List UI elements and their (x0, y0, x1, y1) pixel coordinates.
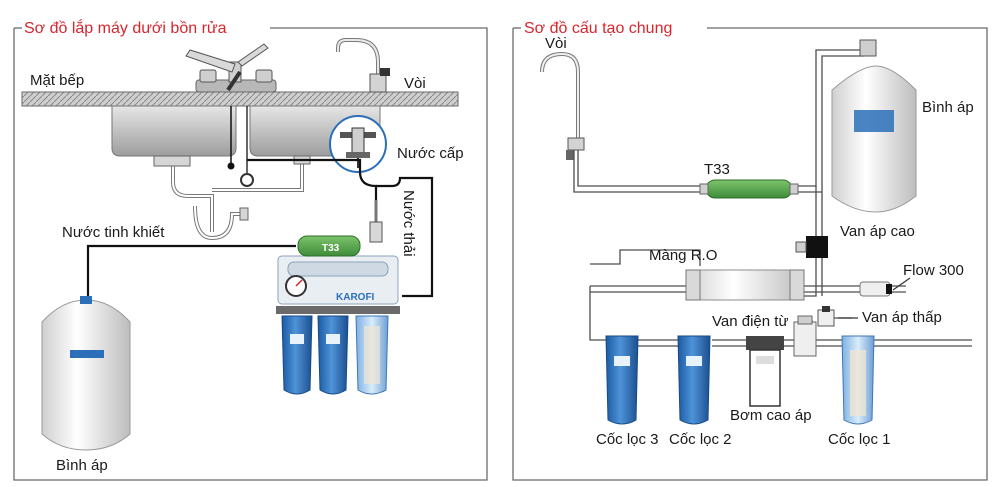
counter-top (21, 91, 459, 107)
right-panel: Sơ đồ cấu tạo chung Vòi (512, 20, 988, 481)
solenoid-valve: Van điện từ (712, 313, 817, 357)
ro-top-filter (297, 235, 361, 257)
t33-label: T33 (704, 161, 730, 178)
right-pipes (573, 49, 972, 347)
solenoid-label: Van điện từ (712, 313, 788, 330)
pure-water-label: Nước tinh khiết (62, 224, 165, 241)
cup-2: Cốc lọc 2 (669, 335, 732, 448)
left-pressure-tank: Bình áp (41, 296, 131, 474)
ro-membrane-label: Màng R.O (649, 247, 717, 264)
sink-bowl-left (111, 105, 237, 157)
svg-text:Cốc lọc 1: Cốc lọc 1 (828, 431, 891, 448)
flow-label: Flow 300 (903, 262, 964, 279)
left-panel-title: Sơ đồ lắp máy dưới bồn rửa (24, 18, 227, 37)
right-tank-label: Bình áp (922, 99, 974, 116)
right-faucet: Vòi (540, 35, 585, 160)
tank-label-sticker (70, 350, 104, 358)
ro-tubes: Nước thải Nước tinh khiết (62, 158, 434, 300)
left-panel-frame (13, 27, 488, 481)
water-in-label: Nước cấp (397, 145, 464, 162)
svg-text:T33: T33 (322, 243, 340, 254)
cup-3: Cốc lọc 3 (596, 335, 659, 448)
ro-membrane: Màng R.O (649, 247, 805, 301)
water-inlet-zoom: Nước cấp (329, 115, 464, 173)
sink-faucet (185, 43, 277, 93)
low-pressure-valve: Van áp thấp (817, 306, 942, 327)
t33-filter: T33 (699, 161, 799, 199)
high-valve-label: Van áp cao (840, 223, 915, 240)
high-pressure-valve: Van áp cao (795, 223, 915, 258)
ro-faucet: Vòi (336, 38, 426, 93)
cup-1: Cốc lọc 1 (828, 335, 891, 448)
low-valve-label: Van áp thấp (862, 309, 942, 326)
drain-pipes (153, 106, 311, 241)
brand-logo: KAROFI (336, 292, 375, 303)
svg-text:Cốc lọc 3: Cốc lọc 3 (596, 431, 659, 448)
booster-pump: Bơm cao áp (730, 336, 812, 424)
pump-label: Bơm cao áp (730, 407, 812, 424)
left-panel: Sơ đồ lắp máy dưới bồn rửa Mặt bếp Vòi (13, 18, 488, 481)
right-panel-title: Sơ đồ cấu tạo chung (524, 20, 672, 37)
right-filter-cups: Cốc lọc 3 Cốc lọc 2 Cốc lọc 1 (596, 335, 891, 448)
right-panel-frame (512, 27, 988, 481)
left-filter-cups (281, 315, 389, 395)
waste-label: Nước thải (400, 190, 417, 257)
right-faucet-label: Vòi (545, 35, 567, 52)
flow-restrictor: Flow 300 (859, 262, 964, 297)
ro-machine: T33 KAROFI (276, 235, 400, 314)
svg-text:Cốc lọc 2: Cốc lọc 2 (669, 431, 732, 448)
right-pressure-tank: Bình áp (831, 39, 974, 213)
faucet-label: Vòi (404, 75, 426, 92)
left-tank-label: Bình áp (56, 457, 108, 474)
counter-label: Mặt bếp (30, 72, 84, 89)
